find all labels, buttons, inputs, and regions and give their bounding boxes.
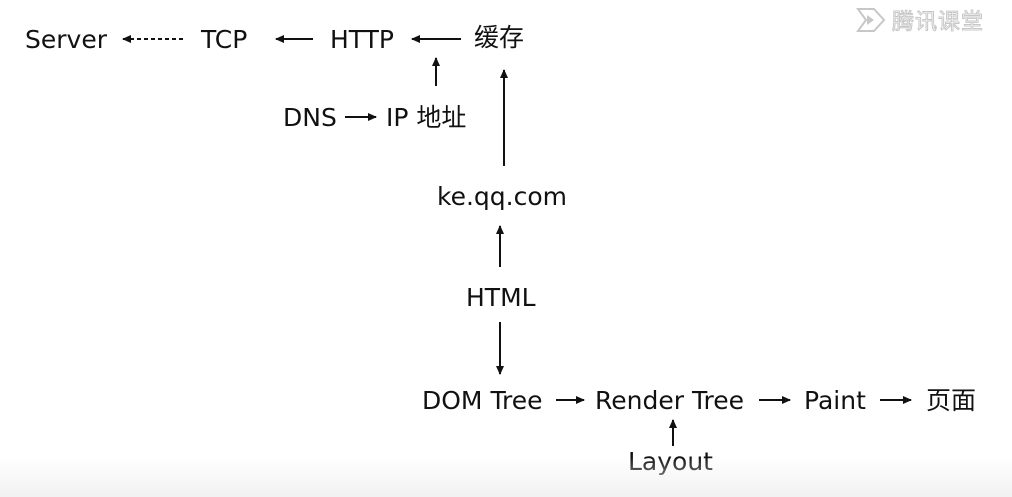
node-dom-tree: DOM Tree xyxy=(422,386,543,415)
node-page: 页面 xyxy=(926,386,976,415)
play-logo-icon xyxy=(856,8,886,32)
node-domain: ke.qq.com xyxy=(437,182,567,211)
watermark: 腾讯课堂 xyxy=(854,4,984,36)
watermark-text: 腾讯课堂 xyxy=(891,10,984,36)
node-render-tree: Render Tree xyxy=(595,386,744,415)
node-dns: DNS xyxy=(283,103,337,132)
node-paint: Paint xyxy=(804,386,866,415)
node-cache: 缓存 xyxy=(474,23,524,52)
node-html: HTML xyxy=(466,283,536,312)
node-http: HTTP xyxy=(330,25,394,54)
node-server: Server xyxy=(25,25,108,54)
node-tcp: TCP xyxy=(200,25,247,54)
node-ip-address: IP 地址 xyxy=(386,103,466,132)
bottom-fade xyxy=(0,457,1012,497)
